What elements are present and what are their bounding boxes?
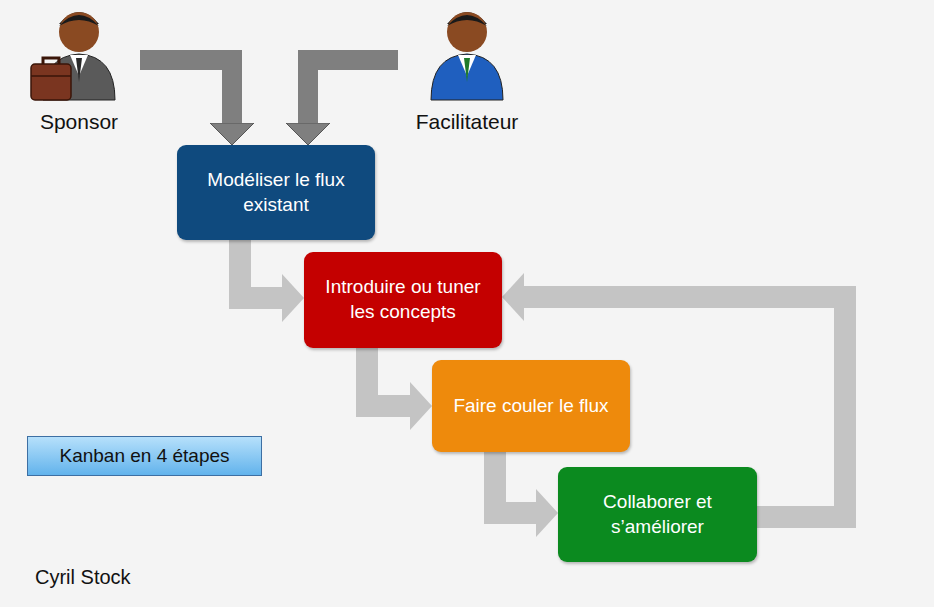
person-body	[431, 54, 503, 100]
process-box: Modéliser le flux existant	[177, 145, 375, 240]
briefcase-handle	[43, 58, 59, 64]
briefcase	[31, 64, 71, 100]
box-text: Collaborer et s’améliorer	[570, 490, 745, 539]
flow-arrow	[367, 348, 410, 406]
hair	[447, 15, 487, 26]
tie	[464, 58, 470, 82]
process-box: Collaborer et s’améliorer	[558, 467, 757, 562]
process-box: Introduire ou tuner les concepts	[304, 252, 502, 348]
briefcase-icon	[31, 58, 71, 100]
person-head	[447, 12, 487, 52]
input-arrow	[308, 60, 398, 123]
hair	[59, 15, 99, 26]
process-box: Faire couler le flux	[432, 360, 630, 452]
box-text: Kanban en 4 étapes	[59, 445, 229, 467]
person-icon	[431, 12, 503, 100]
tie	[76, 58, 82, 82]
flow-arrow	[495, 452, 536, 513]
person-head	[59, 12, 99, 52]
flow-arrow	[240, 240, 282, 298]
person-icon	[398, 2, 536, 102]
title-box: Kanban en 4 étapes	[27, 436, 262, 476]
sponsor-figure: Sponsor	[18, 2, 140, 134]
box-text: Introduire ou tuner les concepts	[316, 275, 490, 324]
person-icon	[18, 2, 140, 102]
facilitator-figure: Facilitateur	[398, 2, 536, 134]
box-text: Faire couler le flux	[453, 394, 608, 419]
author-label: Cyril Stock	[35, 566, 131, 589]
box-text: Modéliser le flux existant	[189, 168, 363, 217]
person-label: Facilitateur	[398, 110, 536, 134]
person-label: Sponsor	[18, 110, 140, 134]
briefcase-strap	[31, 75, 71, 77]
input-arrow	[140, 60, 232, 123]
